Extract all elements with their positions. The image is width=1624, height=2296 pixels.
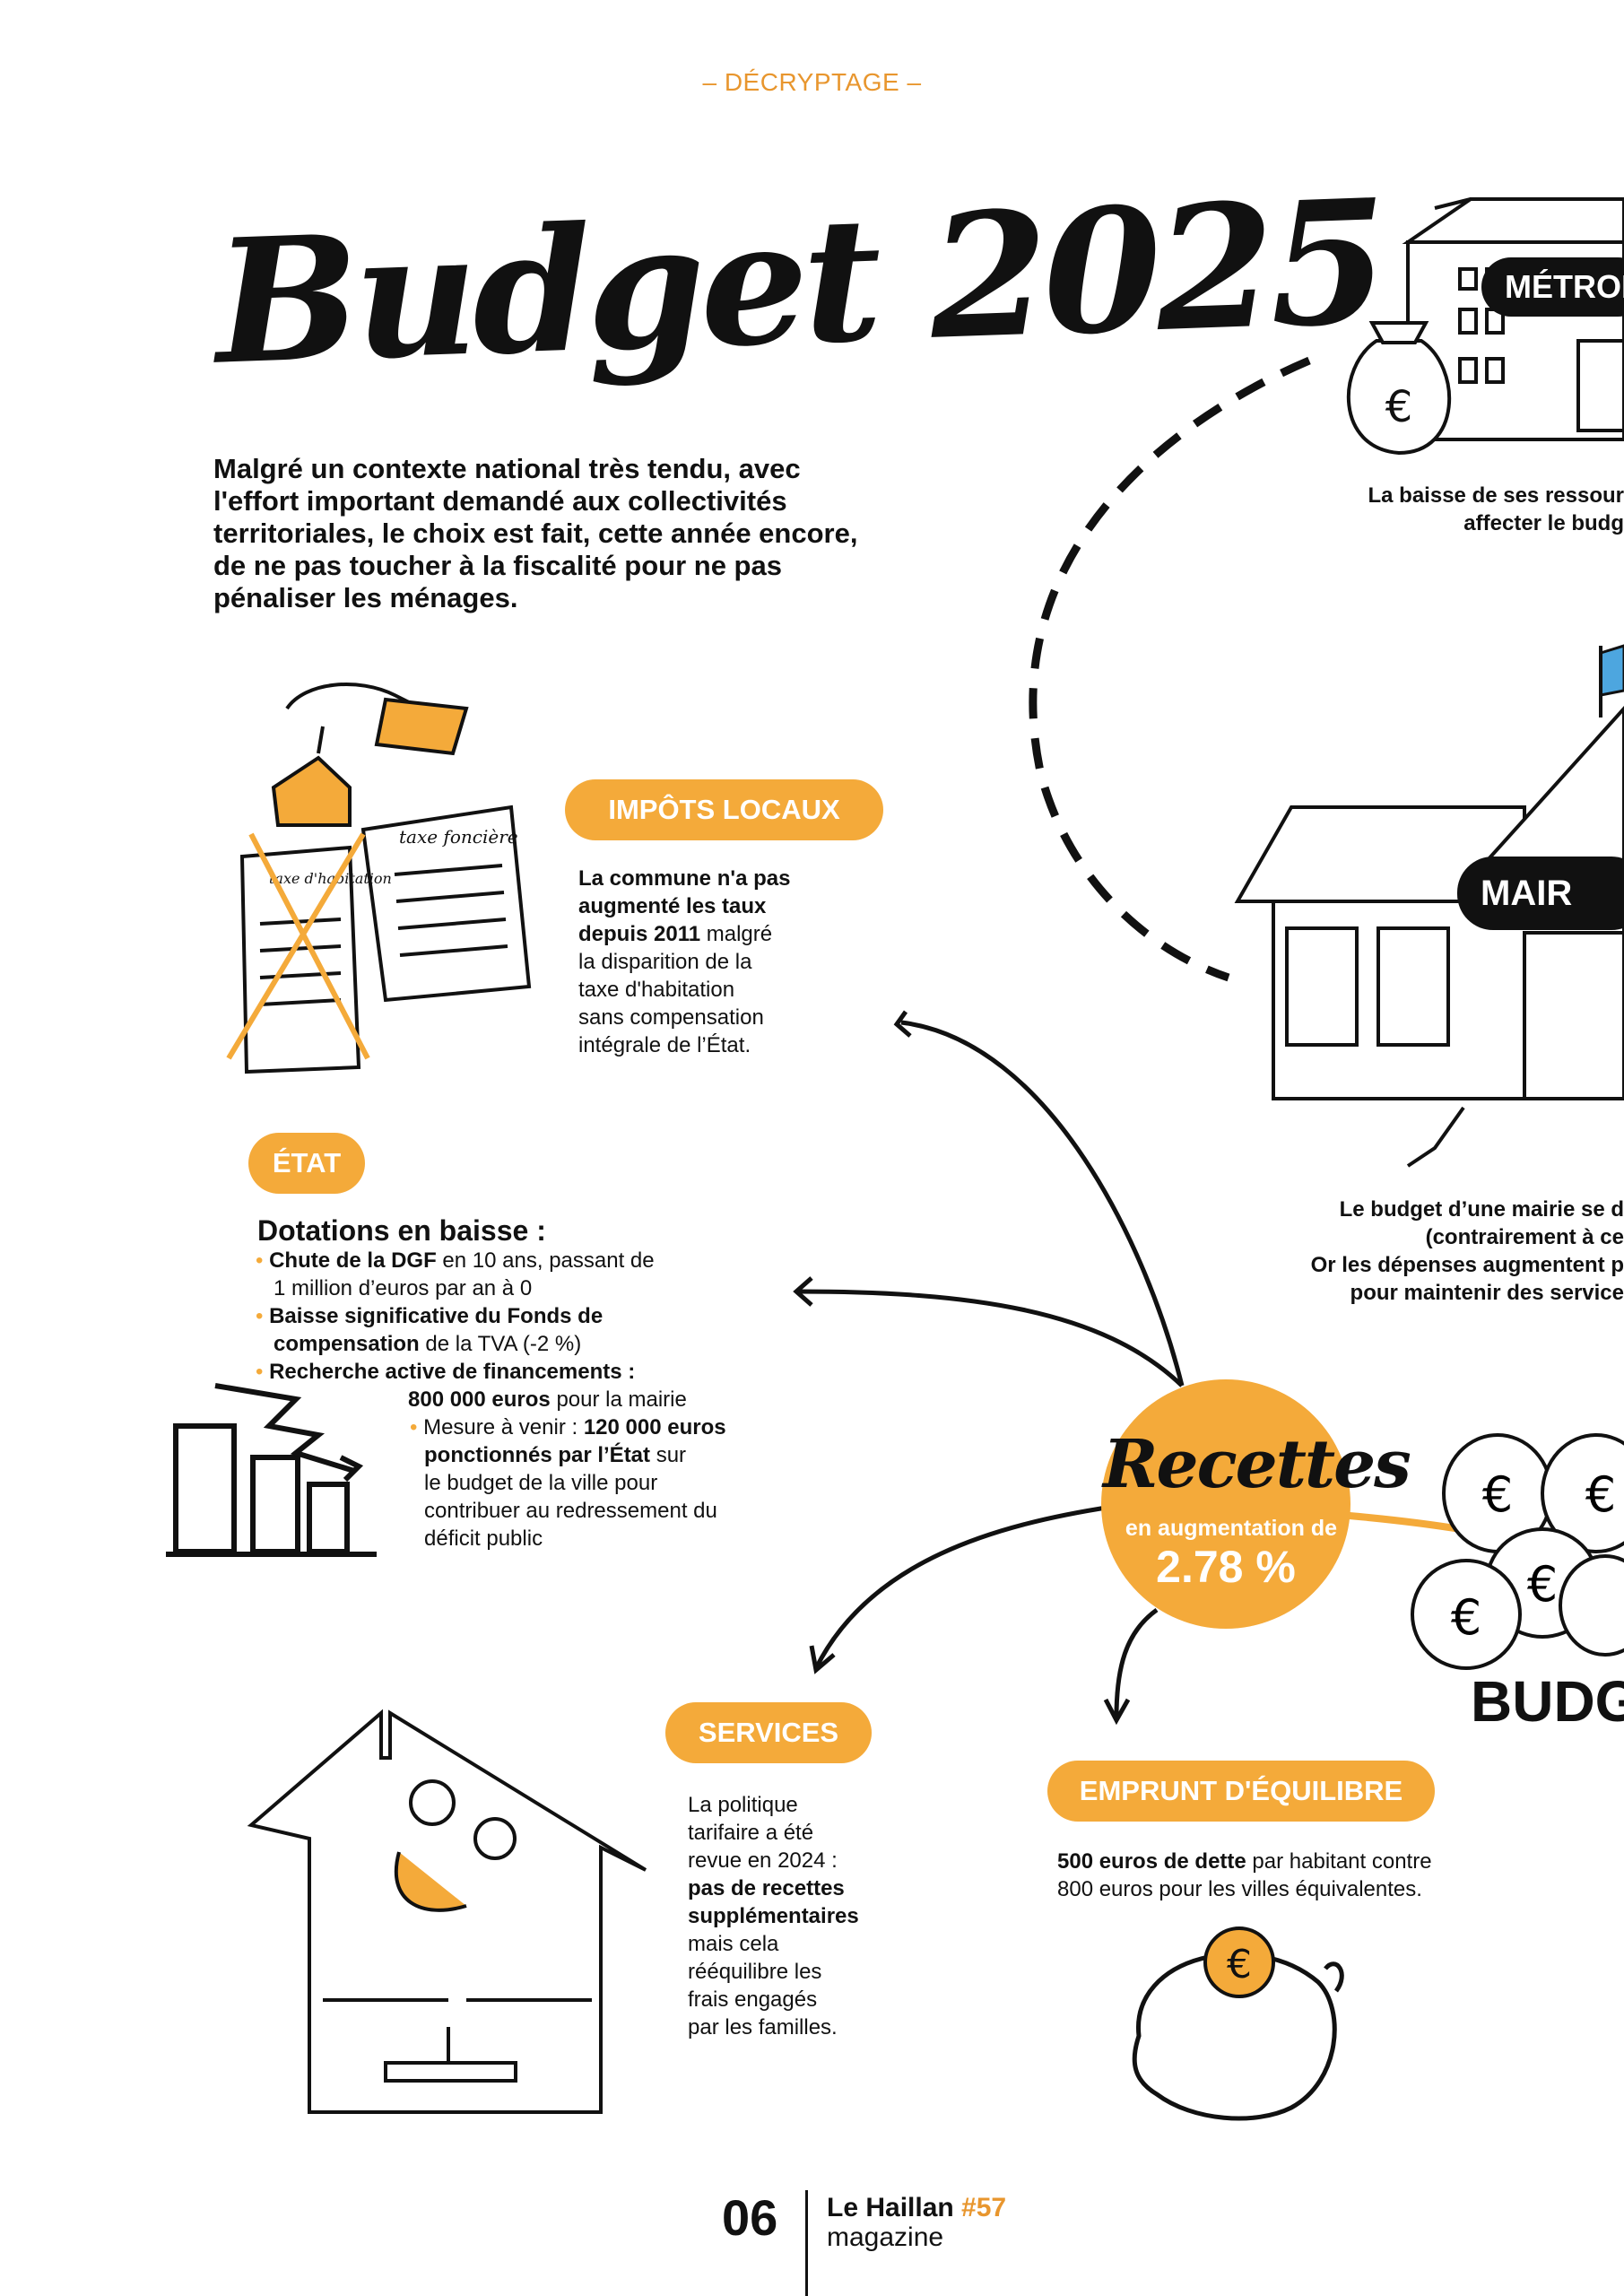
footer-divider <box>805 2190 808 2296</box>
metropole-text: La baisse de ses ressour affecter le bud… <box>1368 483 1624 535</box>
magazine-name: Le Haillan #57 <box>827 2193 1007 2222</box>
doc-label-habitation: taxe d'habitation <box>269 870 392 887</box>
metropole-badge: MÉTROP <box>1481 257 1624 317</box>
recettes-circle <box>1101 1379 1350 1629</box>
recettes-value: 2.78 % <box>1156 1542 1296 1592</box>
euro-icon: € <box>1585 1466 1616 1523</box>
coin-icon <box>1203 1926 1275 1998</box>
mairie-badge: MAIR <box>1457 857 1624 930</box>
section-kicker: – DÉCRYPTAGE – <box>702 68 922 96</box>
dashed-connector <box>1029 356 1311 982</box>
family-house-icon <box>247 1709 647 2114</box>
recettes-title: Recettes <box>1103 1426 1411 1503</box>
services-text: La politique tarifaire a été revue en 20… <box>688 1793 859 2039</box>
mairie-flag-icon <box>1599 644 1624 697</box>
mairie-text: Le budget d’une mairie se d (contraireme… <box>1310 1197 1624 1305</box>
etat-label: ÉTAT <box>248 1133 365 1194</box>
decline-chart-icon <box>166 1383 377 1557</box>
etat-heading: Dotations en baisse : <box>257 1214 546 1247</box>
money-bag-icon <box>1346 321 1452 456</box>
money-bags-icon <box>1411 1433 1624 1670</box>
hand-house-icon <box>271 683 469 827</box>
emprunt-text: 500 euros de dette par habitant contre 8… <box>1057 1849 1432 1901</box>
cross-out-mark <box>226 832 370 1060</box>
flow-arrows <box>793 1010 1185 1726</box>
emprunt-label: EMPRUNT D'ÉQUILIBRE <box>1047 1761 1435 1822</box>
intro-paragraph: Malgré un contexte national très tendu, … <box>213 453 858 613</box>
etat-list: • Chute de la DGF en 10 ans, passant de … <box>256 1248 726 1551</box>
impots-text: La commune n'a pas augmenté les taux dep… <box>578 866 791 1057</box>
mairie-building-icon <box>1234 706 1624 1168</box>
recettes-subtitle: en augmentation de <box>1125 1516 1338 1541</box>
euro-icon: € <box>1527 1556 1558 1613</box>
doc-label-fonciere: taxe foncière <box>399 826 518 848</box>
euro-icon: € <box>1227 1942 1252 1987</box>
euro-icon: € <box>1451 1589 1481 1646</box>
services-label: SERVICES <box>665 1702 872 1763</box>
euro-icon: € <box>1385 382 1413 432</box>
impots-label: IMPÔTS LOCAUX <box>565 779 883 840</box>
page-number: 06 <box>722 2189 778 2246</box>
magazine-subtitle: magazine <box>827 2222 944 2252</box>
budget-label: BUDG <box>1471 1669 1624 1734</box>
tax-documents-icon <box>239 804 532 1074</box>
euro-icon: € <box>1482 1466 1513 1523</box>
